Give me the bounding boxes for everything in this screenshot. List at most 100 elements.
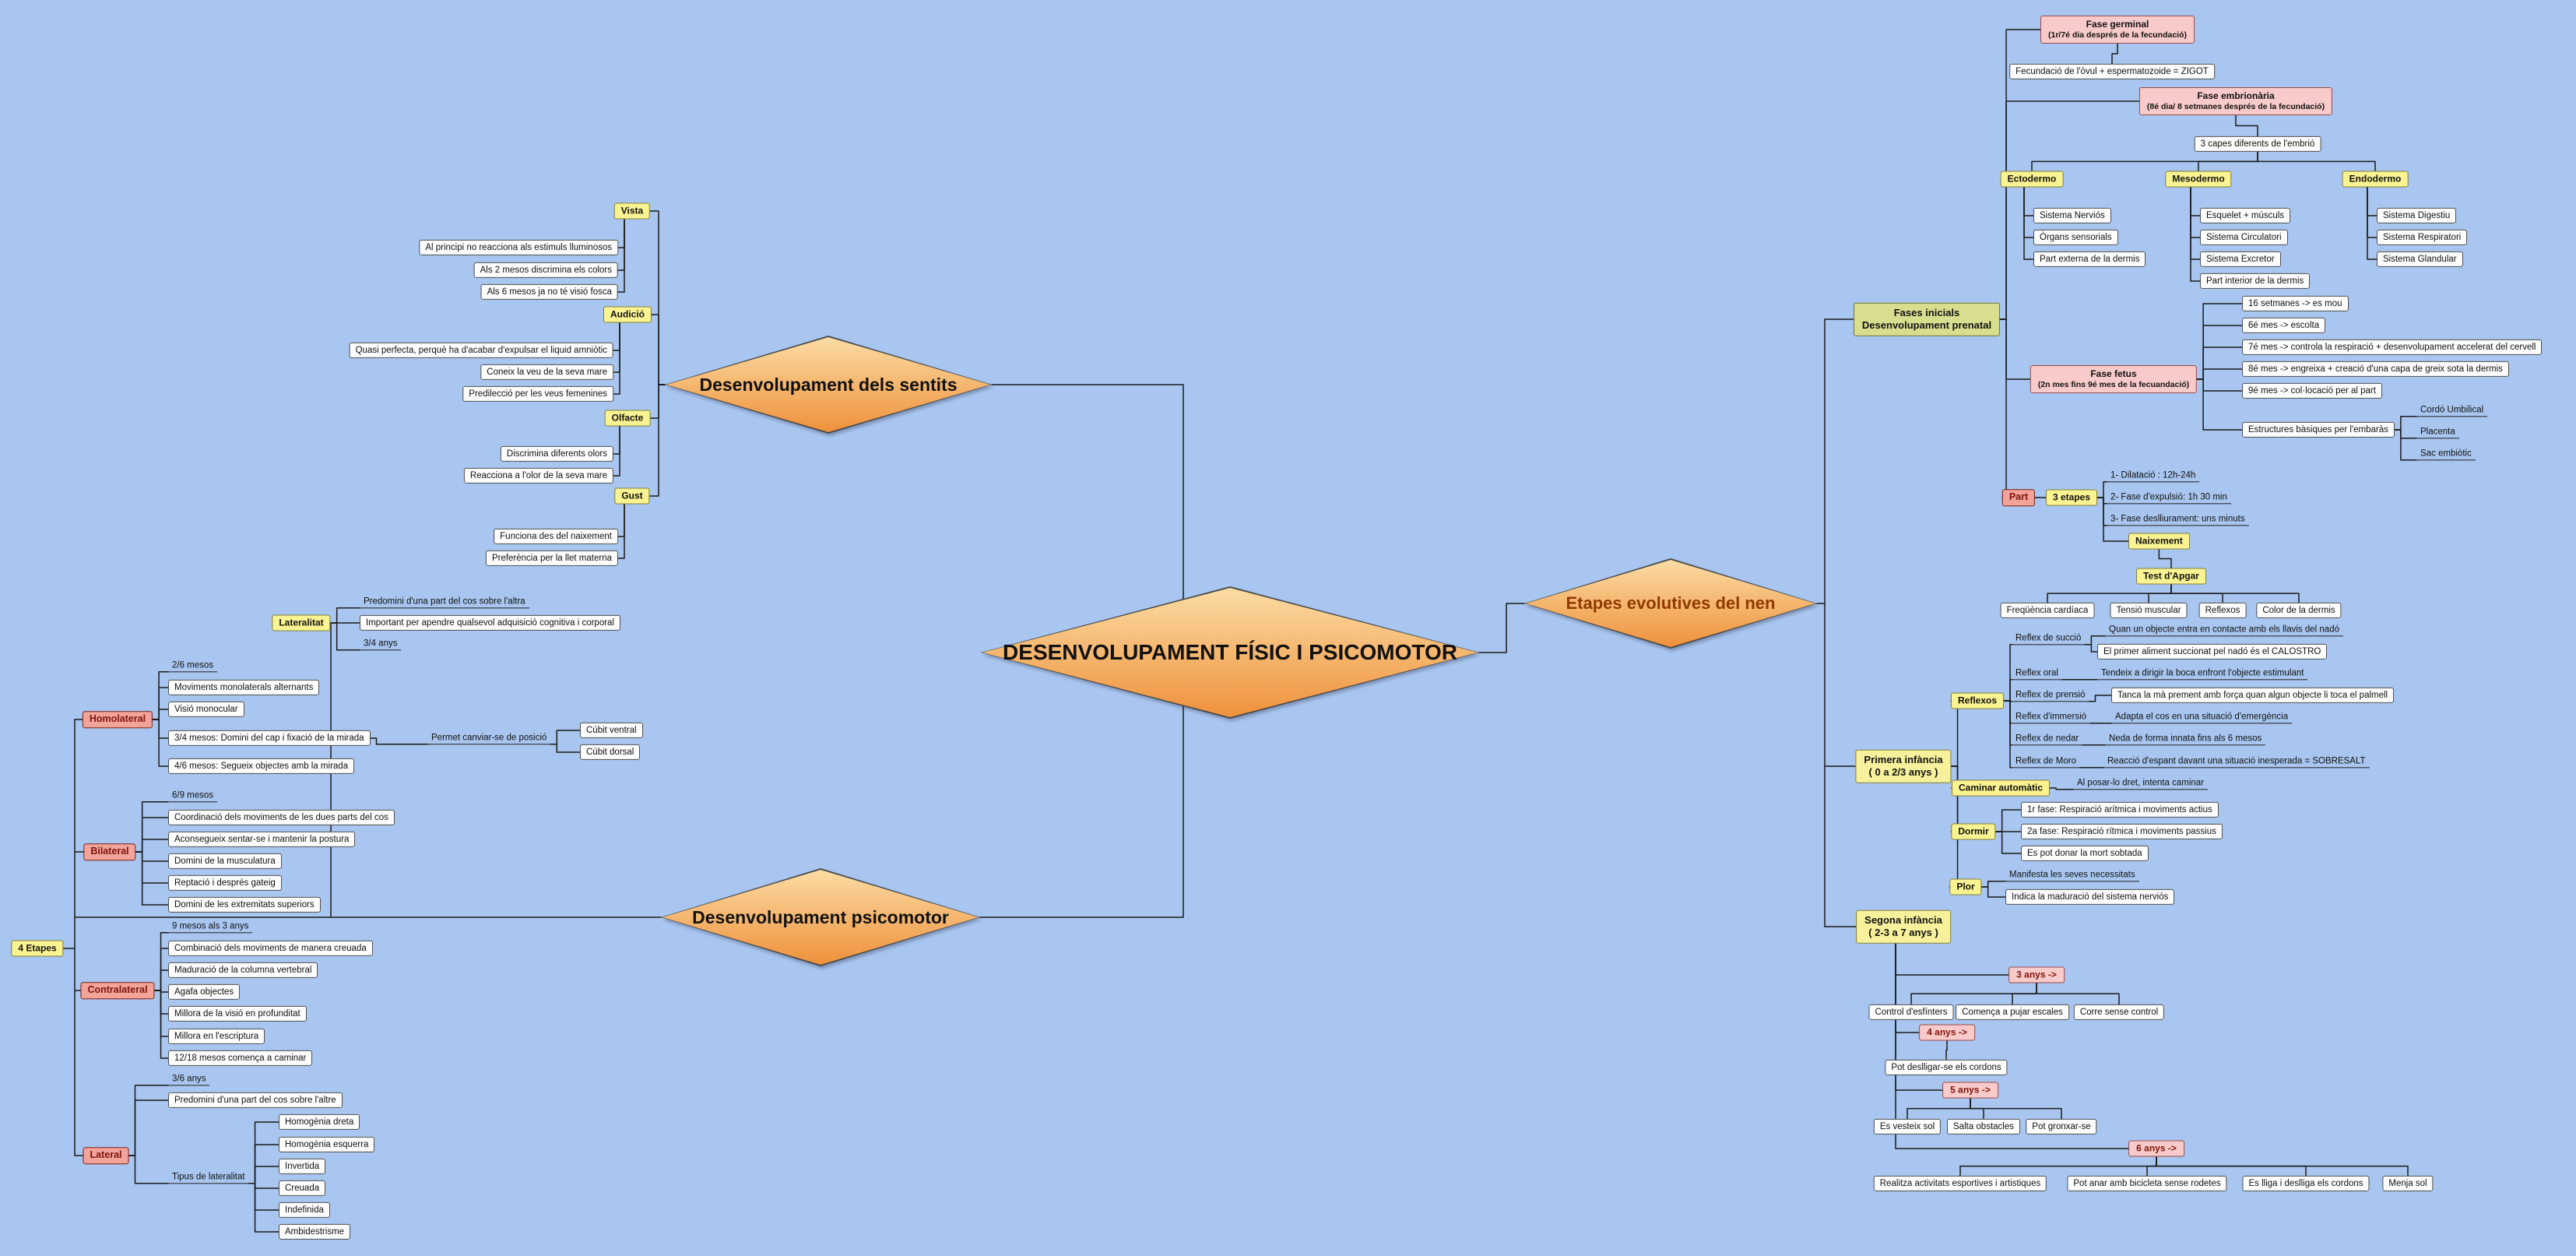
psicomotor-homolateral-items-2[interactable]: Visió monocular — [168, 701, 244, 718]
etapes-prenatal-fetus-estructures[interactable]: Estructures bàsiques per l'embaràs — [2242, 421, 2395, 438]
etapes-prenatal-part-items-1[interactable]: 2- Fase d'expulsió: 1h 30 min — [2107, 491, 2231, 505]
etapes-segona-grups-2-items-2[interactable]: Pot gronxar-se — [2026, 1118, 2097, 1135]
etapes-prenatal-part[interactable]: Part — [2001, 489, 2036, 506]
etapes-segona-grups-3-items-3[interactable]: Menja sol — [2382, 1175, 2434, 1192]
etapes-segona-grups-2-items-0[interactable]: Es vesteix sol — [1873, 1118, 1942, 1135]
etapes-primera-reflexos-items-0-desc2[interactable]: El primer aliment succionat pel nadó és … — [2097, 643, 2328, 660]
etapes-primera-caminar[interactable]: Caminar automàtic — [1951, 779, 2051, 797]
etapes-segona-grups-1-items-0[interactable]: Pot deslligar-se els cordons — [1885, 1059, 2008, 1076]
etapes-prenatal-fetus-estructures-items-0[interactable]: Cordó Umbilical — [2416, 403, 2488, 417]
etapes-segona-grups-0-items-0[interactable]: Control d'esfínters — [1868, 1004, 1954, 1021]
sentits-gust[interactable]: Gust — [614, 487, 650, 505]
etapes-prenatal-germinal[interactable]: Fase germinal(1r/7é dia després de la fe… — [2040, 15, 2195, 44]
psicomotor-homolateral-cubits-1[interactable]: Cúbit dorsal — [580, 744, 641, 761]
etapes-primera-reflexos-items-0-desc[interactable]: Quan un objecte entra en contacte amb el… — [2105, 623, 2343, 637]
etapes-primera-reflexos-items-0-name[interactable]: Reflex de succió — [2012, 632, 2086, 646]
etapes-prenatal-fetus-items-1[interactable]: 6é mes -> escolta — [2242, 317, 2326, 334]
etapes-segona-grups-3-items-1[interactable]: Pot anar amb bicicleta sense rodetes — [2067, 1175, 2227, 1192]
psicomotor-contralateral-items-0[interactable]: 9 mesos als 3 anys — [168, 920, 253, 934]
etapes-segona-grups-0-edat[interactable]: 3 anys -> — [2008, 966, 2065, 983]
psicomotor-lateralitat-items-0[interactable]: Predomini d'una part del cos sobre l'alt… — [360, 595, 529, 609]
psicomotor-bilateral-items-0[interactable]: 6/9 mesos — [168, 789, 218, 803]
sentits-vista-items-2[interactable]: Als 6 mesos ja no té visió fosca — [480, 283, 618, 301]
etapes-prenatal-embrionaria-mesodermo-items-2[interactable]: Sistema Excretor — [2200, 251, 2281, 268]
psicomotor-lateral-tipus-2[interactable]: Invertida — [279, 1158, 326, 1175]
etapes-primera-reflexos-items-2-desc[interactable]: Tanca la mà prement amb força quan algun… — [2111, 687, 2395, 704]
etapes-prenatal-embrionaria-endodermo[interactable]: Endodermo — [2342, 171, 2409, 188]
sentits-audicio-items-2[interactable]: Predilecció per les veus femenines — [462, 385, 613, 403]
sentits[interactable]: Desenvolupament dels sentits — [665, 336, 992, 434]
etapes-prenatal-embrionaria-endodermo-items-1[interactable]: Sistema Respiratori — [2377, 229, 2468, 246]
etapes-primera-dormir[interactable]: Dormir — [1951, 823, 1996, 840]
central[interactable]: DESENVOLUPAMENT FÍSIC I PSICOMOTOR — [981, 586, 1479, 719]
etapes-primera-reflexos-items-4-name[interactable]: Reflex de nedar — [2012, 732, 2083, 746]
etapes-segona-grups-1-edat[interactable]: 4 anys -> — [1919, 1024, 1975, 1041]
psicomotor-contralateral-items-4[interactable]: Millora de la visió en profunditat — [168, 1005, 307, 1022]
psicomotor-lateralitat-items-1[interactable]: Important per apendre qualsevol adquisic… — [360, 614, 620, 632]
etapes-prenatal-part-items-0[interactable]: 1- Dilatació : 12h-24h — [2107, 469, 2200, 483]
psicomotor-homolateral-cubits-0[interactable]: Cúbit ventral — [580, 722, 643, 739]
psicomotor-lateral-tipus-3[interactable]: Creuada — [279, 1180, 326, 1197]
psicomotor-bilateral-items-4[interactable]: Reptació i després gateig — [168, 874, 282, 892]
psicomotor-contralateral-items-6[interactable]: 12/18 mesos comença a caminar — [168, 1050, 313, 1067]
etapes-segona[interactable]: Segona infància( 2-3 a 7 anys ) — [1856, 909, 1951, 944]
etapes-prenatal-part-naixement[interactable]: Naixement — [2128, 533, 2190, 550]
etapes-prenatal-embrionaria-ectodermo-items-0[interactable]: Sistema Nerviós — [2033, 207, 2111, 224]
psicomotor-lateralitat-items-2[interactable]: 3/4 anys — [360, 637, 402, 651]
etapes-prenatal-embrionaria-ectodermo[interactable]: Ectodermo — [2000, 171, 2064, 188]
psicomotor-lateral-items-1[interactable]: Predomini d'una part del cos sobre l'alt… — [168, 1092, 343, 1109]
etapes-prenatal-germinal-item[interactable]: Fecundació de l'òvul + espermatozoide = … — [2009, 63, 2215, 80]
psicomotor-etapes_label[interactable]: 4 Etapes — [11, 940, 64, 957]
sentits-gust-items-0[interactable]: Funciona des del naixement — [494, 528, 618, 545]
etapes-primera-reflexos-items-5-desc[interactable]: Reacció d'espant davant una situació ine… — [2103, 755, 2370, 769]
etapes-apgar[interactable]: Test d'Apgar — [2136, 568, 2206, 585]
etapes-primera-reflexos-items-1-desc[interactable]: Tendeix a dirigir la boca enfront l'obje… — [2097, 667, 2308, 681]
etapes-prenatal-embrionaria-ectodermo-items-2[interactable]: Part externa de la dermis — [2033, 251, 2146, 268]
psicomotor-homolateral-items-0[interactable]: 2/6 mesos — [168, 659, 218, 673]
etapes-primera-reflexos-items-2-name[interactable]: Reflex de prensió — [2012, 688, 2089, 702]
etapes-prenatal-fetus-items-2[interactable]: 7é mes -> controla la respiració + desen… — [2242, 339, 2543, 356]
etapes-primera-caminar-desc[interactable]: Al posar-lo dret, intenta caminar — [2073, 776, 2208, 790]
etapes-prenatal-embrionaria[interactable]: Fase embrionària(8é dia/ 8 setmanes desp… — [2138, 86, 2333, 116]
psicomotor-homolateral-items-3[interactable]: 3/4 mesos: Domini del cap i fixació de l… — [168, 730, 371, 747]
etapes-primera-plor-items-0[interactable]: Manifesta les seves necessitats — [2005, 868, 2139, 882]
psicomotor-bilateral-items-3[interactable]: Domini de la musculatura — [168, 853, 282, 870]
psicomotor-homolateral-posicio[interactable]: Permet canviar-se de posició — [427, 731, 551, 745]
psicomotor-bilateral-items-5[interactable]: Domini de les extremitats superiors — [168, 896, 321, 913]
psicomotor-homolateral-items-1[interactable]: Moviments monolaterals alternants — [168, 679, 320, 696]
psicomotor-homolateral[interactable]: Homolateral — [82, 711, 153, 728]
sentits-audicio[interactable]: Audició — [603, 306, 652, 323]
etapes-segona-grups-2-edat[interactable]: 5 anys -> — [1942, 1082, 1998, 1099]
etapes-prenatal-embrionaria-mesodermo-items-1[interactable]: Sistema Circulatori — [2200, 229, 2288, 246]
etapes-prenatal-embrionaria-endodermo-items-2[interactable]: Sistema Glandular — [2377, 251, 2463, 268]
psicomotor-lateral-tipus-5[interactable]: Ambidestrisme — [279, 1223, 351, 1240]
etapes-prenatal-fetus-items-4[interactable]: 9é mes -> col·locació per al part — [2242, 382, 2382, 399]
sentits-audicio-items-1[interactable]: Coneix la veu de la seva mare — [480, 364, 613, 381]
psicomotor-contralateral-items-1[interactable]: Combinació dels moviments de manera creu… — [168, 940, 373, 957]
etapes-primera-reflexos-items-4-desc[interactable]: Neda de forma innata fins als 6 mesos — [2105, 732, 2266, 746]
etapes-prenatal-fetus-items-3[interactable]: 8é mes -> engreixa + creació d'una capa … — [2242, 361, 2509, 378]
psicomotor[interactable]: Desenvolupament psicomotor — [661, 868, 980, 966]
psicomotor-bilateral-items-1[interactable]: Coordinació dels moviments de les dues p… — [168, 809, 395, 826]
sentits-olfacte-items-0[interactable]: Discrimina diferents olors — [500, 445, 613, 463]
etapes-primera-dormir-items-2[interactable]: Es pot donar la mort sobtada — [2021, 845, 2149, 862]
etapes-primera[interactable]: Primera infància( 0 a 2/3 anys ) — [1855, 749, 1952, 783]
sentits-olfacte[interactable]: Olfacte — [604, 410, 651, 427]
etapes-segona-grups-3-items-2[interactable]: Es lliga i deslliga els cordons — [2242, 1175, 2370, 1192]
psicomotor-homolateral-items-4[interactable]: 4/6 mesos: Segueix objectes amb la mirad… — [168, 758, 355, 775]
psicomotor-lateral[interactable]: Lateral — [83, 1147, 129, 1164]
etapes-primera-plor-items-1[interactable]: Indica la maduració del sistema nerviós — [2005, 888, 2175, 906]
etapes-apgar-items-1[interactable]: Tensió muscular — [2110, 602, 2188, 619]
etapes-prenatal-part-items-2[interactable]: 3- Fase deslliurament: uns minuts — [2107, 512, 2249, 526]
psicomotor-lateral-tipus-0[interactable]: Homogènia dreta — [279, 1114, 360, 1131]
etapes-prenatal-fetus-estructures-items-1[interactable]: Placenta — [2416, 425, 2459, 439]
etapes[interactable]: Etapes evolutives del nen — [1524, 558, 1817, 649]
psicomotor-lateral-items-0[interactable]: 3/6 anys — [168, 1072, 210, 1086]
etapes-prenatal-embrionaria-capes[interactable]: 3 capes diferents de l'embrió — [2194, 135, 2321, 153]
etapes-prenatal-part-etapes_label[interactable]: 3 etapes — [2045, 489, 2098, 506]
etapes-primera-reflexos-items-1-name[interactable]: Reflex oral — [2012, 667, 2062, 681]
etapes-prenatal-fetus-estructures-items-2[interactable]: Sac embiòtic — [2416, 447, 2476, 461]
etapes-apgar-items-3[interactable]: Color de la dermis — [2256, 602, 2342, 619]
etapes-primera-reflexos[interactable]: Reflexos — [1950, 692, 2005, 709]
